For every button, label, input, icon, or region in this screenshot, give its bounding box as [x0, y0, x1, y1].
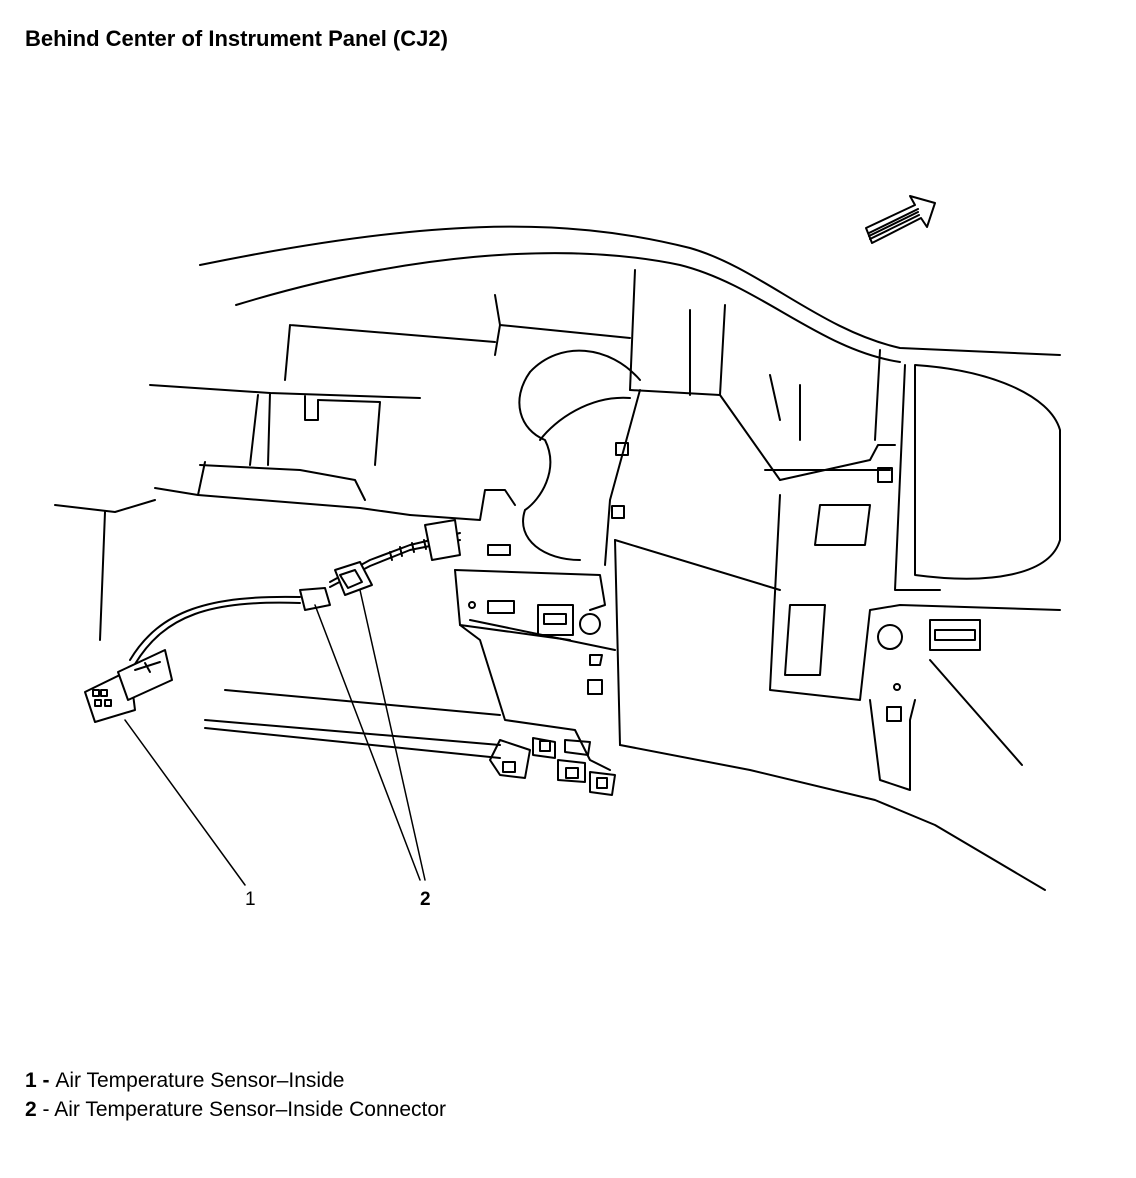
callout-1-label: 1: [245, 889, 256, 910]
legend-separator: -: [36, 1069, 56, 1092]
callout-leaders: [124, 589, 426, 886]
legend-separator: -: [36, 1098, 55, 1121]
hvac-duct: [54, 294, 631, 641]
air-temperature-sensor: [84, 649, 173, 723]
legend-text: Air Temperature Sensor–Inside: [55, 1069, 345, 1092]
sensor-harness: [129, 532, 461, 665]
callout-2-label: 2: [420, 889, 431, 910]
center-duct: [518, 269, 801, 746]
legend-text: Air Temperature Sensor–Inside Connector: [54, 1098, 447, 1121]
legend-item: 2 - Air Temperature Sensor–Inside Connec…: [25, 1095, 446, 1124]
right-panel: [619, 349, 1061, 891]
lower-dash: [204, 689, 501, 759]
legend-number: 1: [25, 1069, 37, 1092]
legend: 1 - Air Temperature Sensor–Inside 2 - Ai…: [25, 1066, 446, 1124]
forward-arrow-icon: [865, 195, 936, 244]
legend-number: 2: [25, 1098, 37, 1121]
diagram-title: Behind Center of Instrument Panel (CJ2): [25, 26, 448, 51]
mounting-bracket: [409, 442, 629, 796]
legend-item: 1 - Air Temperature Sensor–Inside: [25, 1066, 446, 1095]
sensor-connector: [299, 519, 461, 611]
dash-top-edge: [199, 225, 1061, 363]
